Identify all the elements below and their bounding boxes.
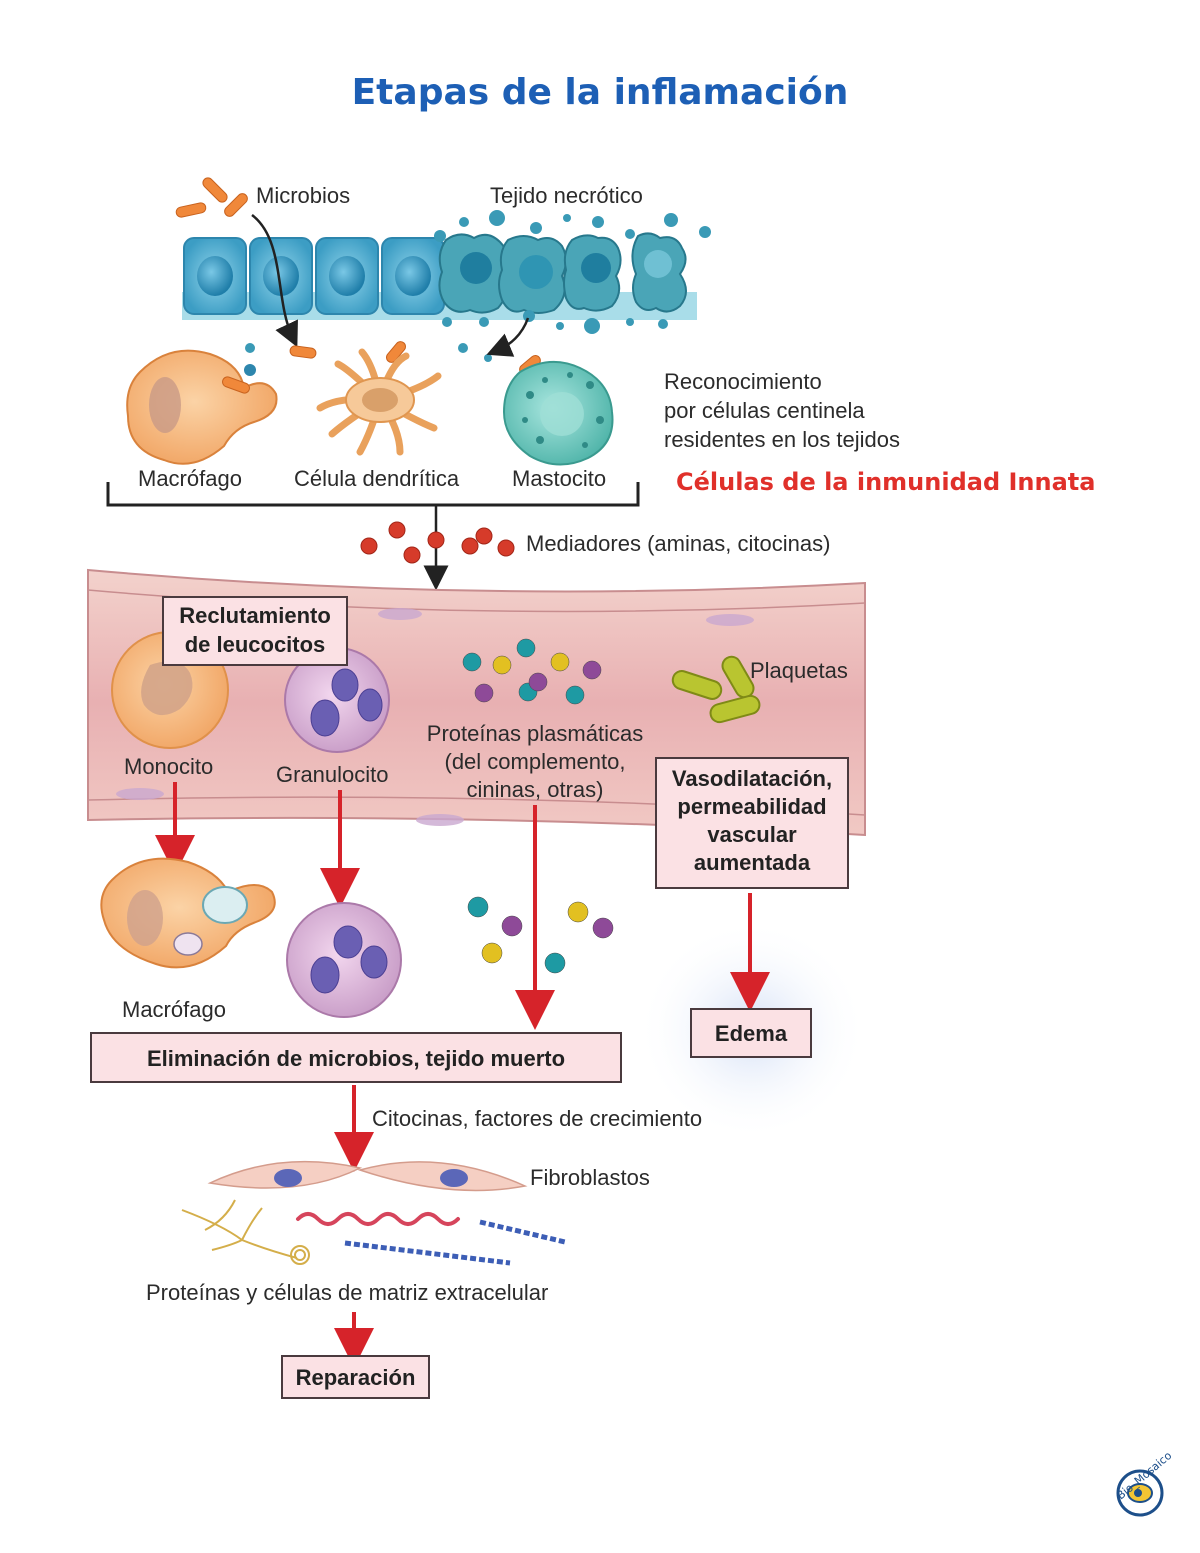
microbe-rod-icon	[175, 177, 248, 218]
necrotic-debris	[245, 210, 711, 362]
macrophage-icon	[100, 857, 276, 969]
granulocyte-icon	[286, 902, 402, 1018]
label-inmunidad-innata: Células de la inmunidad Innata	[676, 468, 1096, 496]
label-citocinas: Citocinas, factores de crecimiento	[372, 1106, 703, 1131]
label-granulocito: Granulocito	[276, 762, 389, 787]
collagen-fiber-icon	[344, 1219, 566, 1266]
label-monocito: Monocito	[124, 754, 214, 779]
plasma-protein-dot-icon	[462, 638, 602, 705]
sentinel-bracket	[106, 482, 640, 507]
page-title: Etapas de la inflamación	[351, 72, 849, 113]
plasma-protein-dot-icon	[467, 896, 614, 974]
flow-arrows	[155, 782, 770, 1368]
label-mediadores: Mediadores (aminas, citocinas)	[526, 531, 831, 556]
necrosis-signal-arrow	[486, 317, 530, 357]
label-tejido-necrotico: Tejido necrótico	[490, 183, 643, 208]
box-reclutamiento: Reclutamiento de leucocitos	[162, 596, 348, 666]
label-plaquetas: Plaquetas	[750, 658, 848, 683]
label-macrofago-tejido: Macrófago	[122, 997, 226, 1022]
fibroblast-icon	[207, 1160, 528, 1192]
macrophage-icon	[126, 349, 278, 465]
platelet-icon	[671, 655, 761, 724]
epithelium	[182, 210, 711, 362]
label-matriz: Proteínas y células de matriz extracelul…	[146, 1280, 549, 1305]
label-proteinas-plasmaticas: Proteínas plasmáticas (del complemento, …	[426, 721, 644, 803]
label-microbios: Microbios	[256, 183, 351, 208]
collagen-fiber-icon	[296, 1212, 460, 1226]
label-celula-dendritica: Célula dendrítica	[294, 466, 460, 491]
box-vasodilatacion: Vasodilatación, permeabilidad vascular a…	[655, 757, 849, 889]
epithelial-cell-icon	[183, 237, 445, 315]
granulocyte-icon	[284, 647, 390, 753]
mast-cell-icon	[502, 360, 614, 466]
watermark-logo-icon: Bio_Mosaico	[1114, 1449, 1174, 1517]
label-fibroblastos: Fibroblastos	[530, 1165, 650, 1190]
box-reparacion: Reparación	[281, 1355, 430, 1399]
microbe-entry-arrow	[251, 214, 298, 348]
mediator-dot-icon	[360, 521, 515, 564]
box-edema: Edema	[690, 1008, 812, 1058]
box-eliminacion: Eliminación de microbios, tejido muerto	[90, 1032, 622, 1083]
label-macrofago: Macrófago	[138, 466, 242, 491]
nerve-fiber-icon	[181, 1199, 310, 1265]
label-reconocimiento: Reconocimiento por células centinela res…	[664, 369, 901, 453]
label-mastocito: Mastocito	[512, 466, 607, 491]
